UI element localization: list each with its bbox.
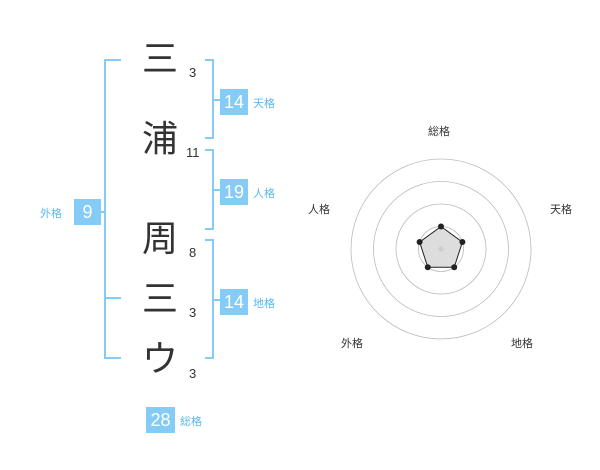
radar-point-1 xyxy=(438,223,444,230)
radar-point-4 xyxy=(424,264,431,271)
gaikaku-bracket xyxy=(104,59,121,359)
soukaku-label: 総格 xyxy=(180,415,202,428)
radar-center xyxy=(438,246,444,252)
stroke-count-2: 11 xyxy=(186,145,200,160)
name-char-5: ウ xyxy=(141,339,178,380)
stroke-count-3: 8 xyxy=(189,245,197,260)
chikaku-label: 地格 xyxy=(253,297,275,310)
soukaku-value: 28 xyxy=(146,407,175,433)
radar-label-tenkaku: 天格 xyxy=(550,203,572,216)
radar-label-gaikaku: 外格 xyxy=(341,337,363,350)
chikaku-value: 14 xyxy=(220,289,248,315)
radar-rings xyxy=(350,158,532,340)
stroke-count-1: 3 xyxy=(189,65,197,80)
tenkaku-bracket xyxy=(205,59,214,139)
radar-ring xyxy=(350,158,532,340)
tenkaku-label: 天格 xyxy=(253,97,275,110)
name-char-3: 周 xyxy=(141,219,178,260)
name-char-4: 三 xyxy=(141,279,178,320)
radar-label-soukaku: 総格 xyxy=(428,125,450,138)
radar-point-3 xyxy=(451,264,458,271)
name-char-1: 三 xyxy=(141,39,178,80)
jinkaku-bracket xyxy=(205,149,214,230)
chikaku-bracket xyxy=(205,239,214,359)
radar-point-2 xyxy=(459,239,466,246)
radar-ring xyxy=(373,181,509,317)
gaikaku-value: 9 xyxy=(74,199,101,225)
stroke-count-5: 3 xyxy=(189,366,197,381)
tenkaku-value: 14 xyxy=(220,89,248,115)
radar-label-jinkaku: 人格 xyxy=(308,203,330,216)
name-char-2: 浦 xyxy=(141,119,178,160)
radar-points xyxy=(416,223,466,271)
radar-point-5 xyxy=(416,239,423,246)
radar-ring xyxy=(395,203,487,295)
radar-label-chikaku: 地格 xyxy=(511,337,533,350)
jinkaku-label: 人格 xyxy=(253,187,275,200)
stroke-count-4: 3 xyxy=(189,305,197,320)
gaikaku-label: 外格 xyxy=(40,207,62,220)
jinkaku-value: 19 xyxy=(220,179,248,205)
